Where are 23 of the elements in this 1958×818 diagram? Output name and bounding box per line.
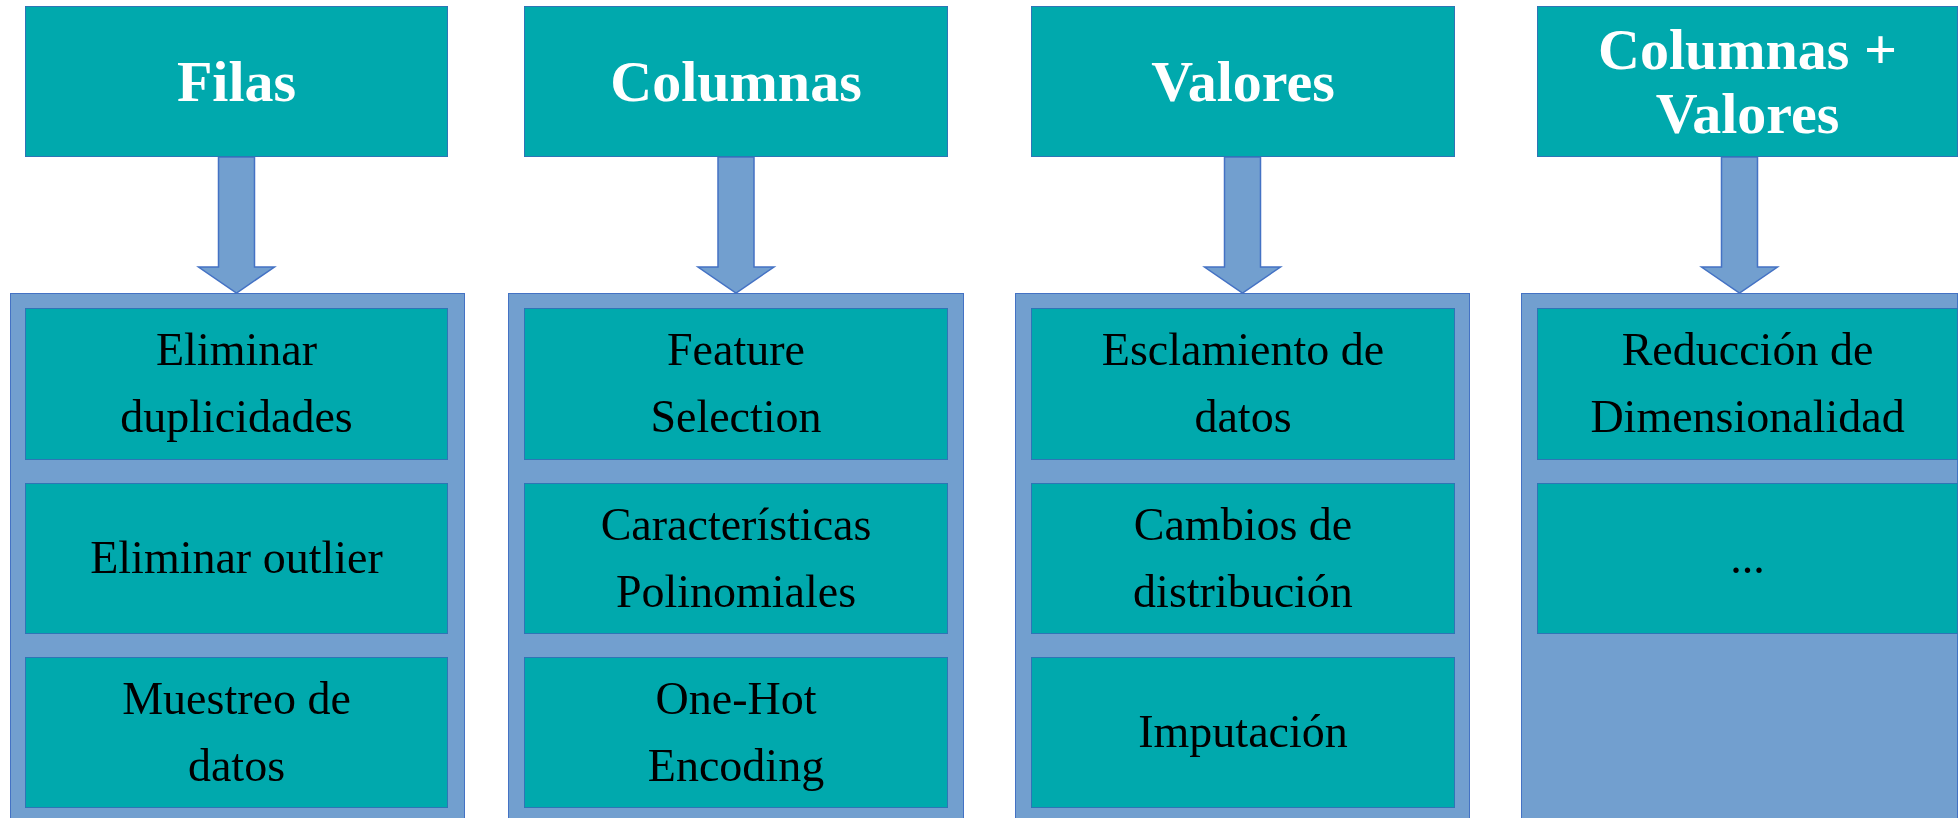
process-box: Muestreo de datos xyxy=(25,657,448,808)
block-arrow xyxy=(695,156,777,294)
group-panel xyxy=(1521,293,1958,818)
process-box: Eliminar outlier xyxy=(25,483,448,634)
process-box: Feature Selection xyxy=(524,308,948,460)
process-box: Eliminar duplicidades xyxy=(25,308,448,460)
process-box: Reducción de Dimensionalidad xyxy=(1537,308,1958,460)
group-panel xyxy=(1015,293,1470,818)
process-box: One-Hot Encoding xyxy=(524,657,948,808)
category-header-box: Columnas xyxy=(524,6,948,157)
group-panel xyxy=(10,293,465,818)
process-box: Características Polinomiales xyxy=(524,483,948,634)
block-arrow xyxy=(1202,156,1283,294)
category-header-box: Valores xyxy=(1031,6,1455,157)
block-arrow xyxy=(196,156,277,294)
category-header-box: Filas xyxy=(25,6,448,157)
process-box: Imputación xyxy=(1031,657,1455,808)
process-box: ... xyxy=(1537,483,1958,634)
category-header-box: Columnas + Valores xyxy=(1537,6,1958,157)
group-panel xyxy=(508,293,964,818)
process-box: Esclamiento de datos xyxy=(1031,308,1455,460)
process-box: Cambios de distribución xyxy=(1031,483,1455,634)
block-arrow xyxy=(1699,156,1780,294)
